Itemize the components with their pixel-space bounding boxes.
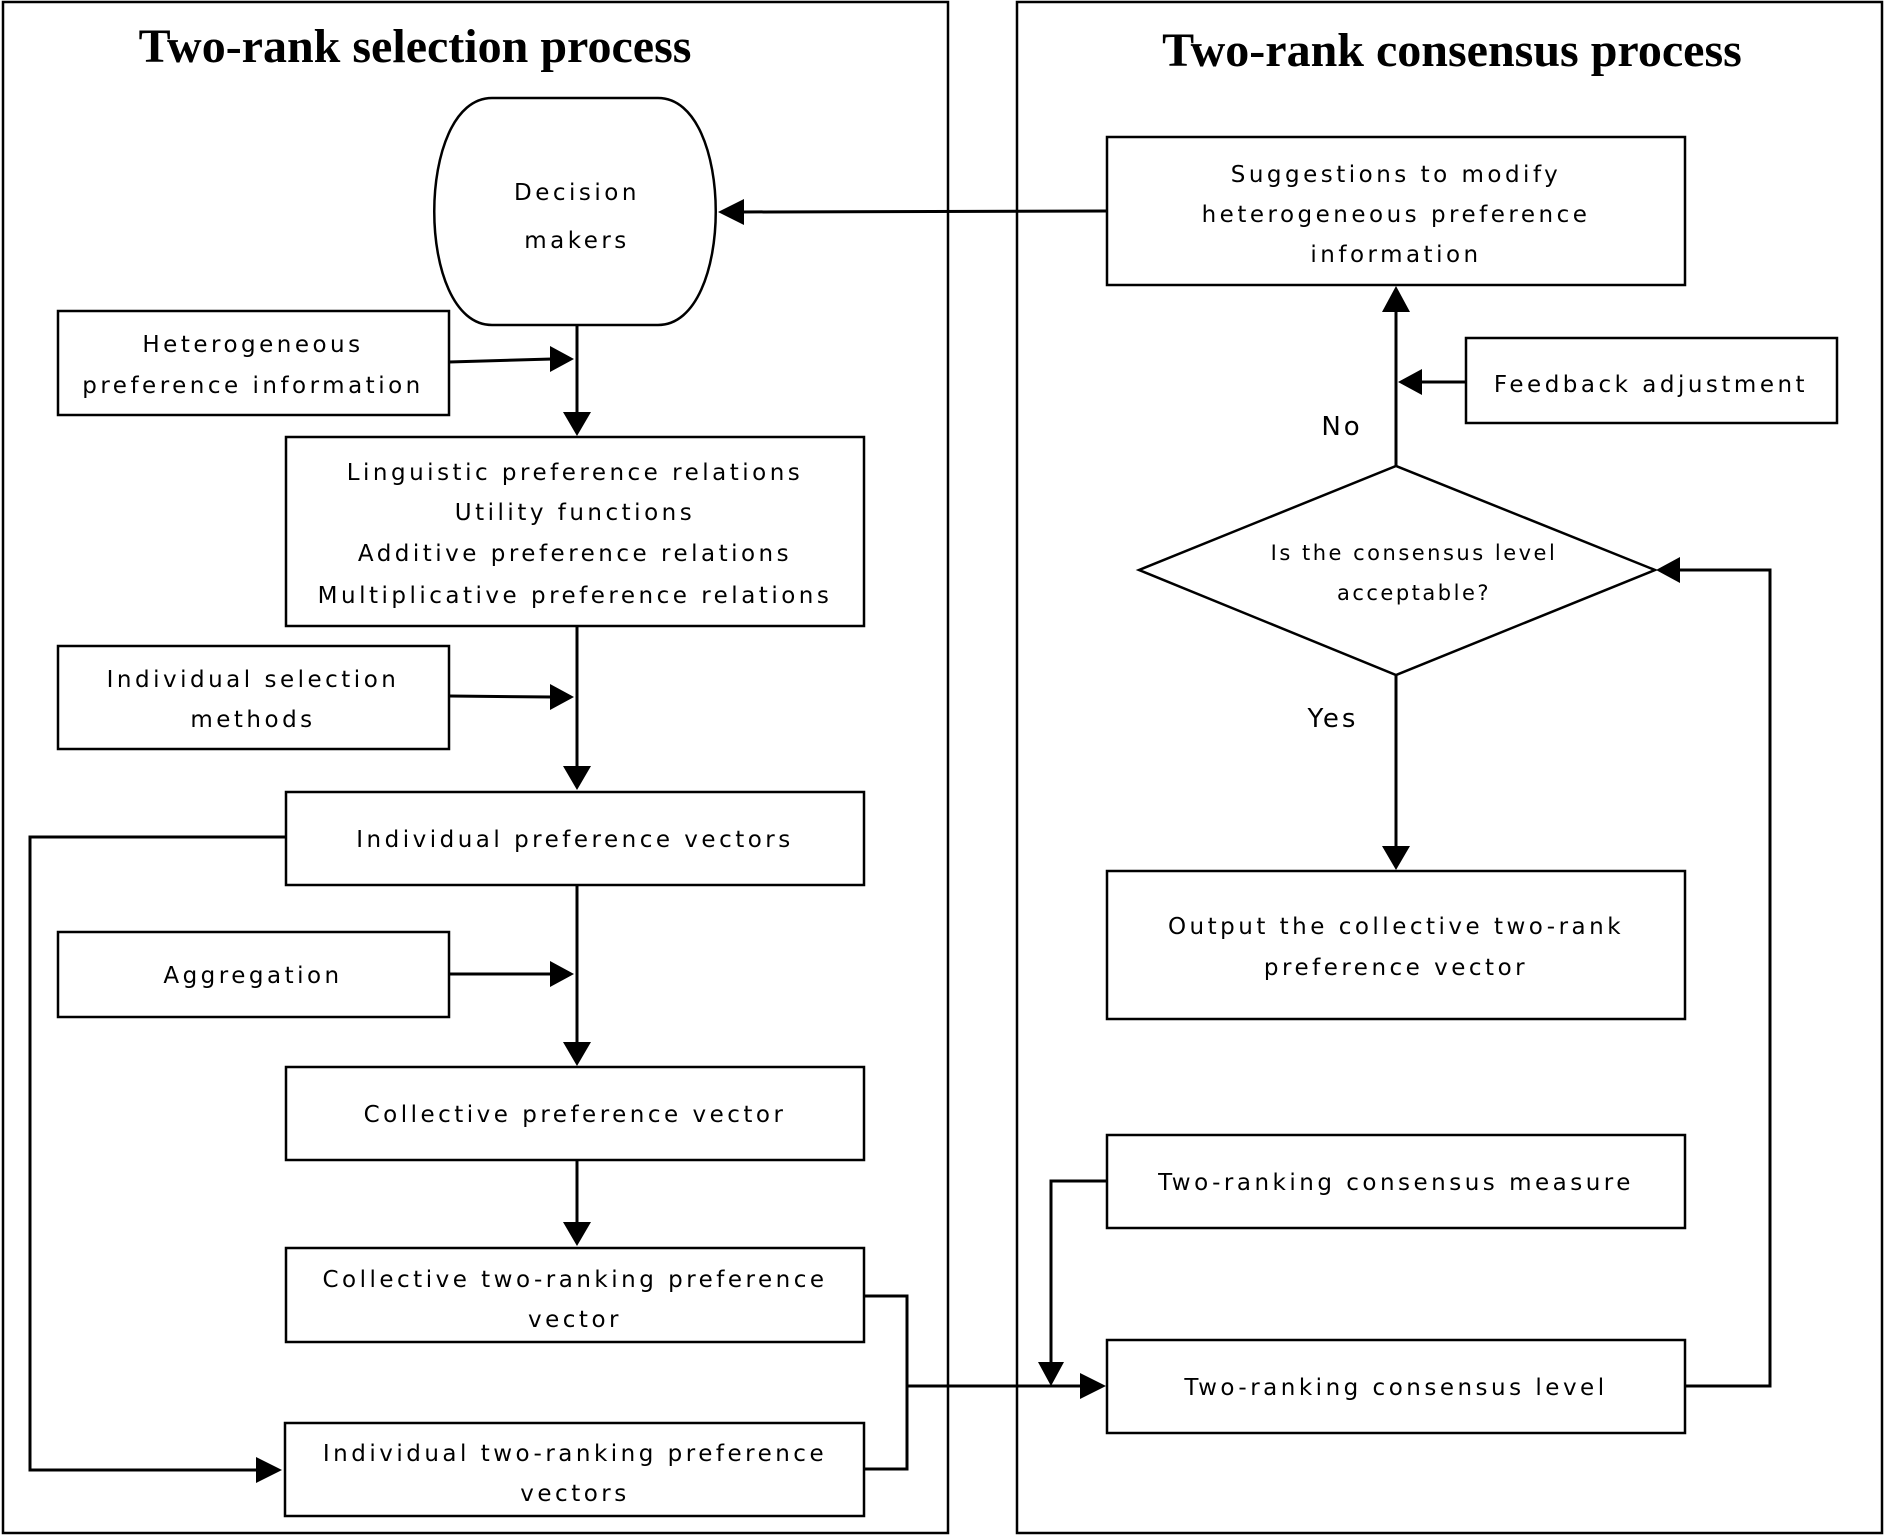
individual-methods-line-2: methods <box>190 707 315 733</box>
edge-methods-to-flow <box>448 694 553 699</box>
arrowhead <box>718 199 744 225</box>
arrowhead <box>563 1222 591 1246</box>
edge-consensus-level-to-decision <box>1678 568 1772 1388</box>
individual-vectors-node: Individual preference vectors <box>284 790 866 887</box>
arrowhead <box>563 766 591 790</box>
heterogeneous-info-line-2: preference information <box>82 373 423 399</box>
yes-label: Yes <box>1307 704 1359 734</box>
relation-type-linguistic: Linguistic preference relations <box>347 460 804 486</box>
relation-type-multiplicative: Multiplicative preference relations <box>318 583 833 609</box>
aggregation-label: Aggregation <box>163 963 342 989</box>
individual-two-ranking-node: Individual two-ranking preference vector… <box>283 1421 866 1518</box>
heterogeneous-info-node: Heterogeneous preference information <box>56 309 451 417</box>
collective-two-ranking-line-2: vector <box>528 1307 622 1333</box>
individual-two-ranking-box <box>283 1421 866 1518</box>
collective-two-ranking-line-1: Collective two-ranking preference <box>322 1267 827 1293</box>
arrowhead <box>256 1457 282 1483</box>
no-label: No <box>1321 412 1362 442</box>
arrowhead <box>1382 846 1410 870</box>
consensus-measure-box <box>1105 1133 1687 1230</box>
consensus-level-box <box>1105 1338 1687 1435</box>
selection-process-panel <box>1 0 950 1535</box>
collective-two-ranking-box <box>284 1246 866 1344</box>
suggestions-line-2: heterogeneous preference <box>1202 202 1591 228</box>
suggestions-box <box>1105 135 1687 287</box>
collective-vector-node: Collective preference vector <box>284 1065 866 1162</box>
individual-methods-line-1: Individual selection <box>107 667 400 693</box>
decision-diamond <box>1135 464 1659 677</box>
edge-individual-vectors-to-two-ranking <box>28 835 286 1472</box>
decision-makers-line-2: makers <box>524 228 630 254</box>
consensus-level-node: Two-ranking consensus level <box>1105 1338 1687 1435</box>
collective-two-ranking-node: Collective two-ranking preference vector <box>284 1246 866 1344</box>
arrowhead <box>1398 369 1422 395</box>
heterogeneous-info-line-1: Heterogeneous <box>142 332 363 358</box>
edge-two-ranking-merge <box>865 1294 909 1471</box>
arrowhead <box>1382 286 1410 312</box>
relation-types-box <box>284 435 866 628</box>
edge-heterogeneous-to-flow <box>448 357 553 364</box>
arrowhead <box>1656 557 1680 583</box>
arrowhead <box>1038 1362 1064 1386</box>
decision-line-1: Is the consensus level <box>1271 541 1558 565</box>
consensus-process-title: Two-rank consensus process <box>1162 24 1742 77</box>
arrowhead <box>550 961 574 987</box>
feedback-label: Feedback adjustment <box>1494 372 1808 398</box>
edge-measure-to-consensus-level <box>1049 1179 1107 1366</box>
consensus-level-label: Two-ranking consensus level <box>1183 1375 1607 1401</box>
output-box <box>1105 869 1687 1021</box>
heterogeneous-info-box <box>56 309 451 417</box>
arrowhead <box>1080 1373 1106 1399</box>
individual-vectors-box <box>284 790 866 887</box>
arrowhead <box>563 1042 591 1066</box>
individual-two-ranking-line-1: Individual two-ranking preference <box>323 1441 827 1467</box>
arrowhead <box>563 412 591 436</box>
relation-type-additive: Additive preference relations <box>358 541 792 567</box>
collective-vector-box <box>284 1065 866 1162</box>
feedback-node: Feedback adjustment <box>1464 336 1839 425</box>
aggregation-box <box>56 930 451 1019</box>
selection-process-title: Two-rank selection process <box>139 20 692 73</box>
feedback-box <box>1464 336 1839 425</box>
consensus-measure-label: Two-ranking consensus measure <box>1157 1170 1634 1196</box>
suggestions-line-1: Suggestions to modify <box>1231 162 1562 188</box>
aggregation-node: Aggregation <box>56 930 451 1019</box>
arrowhead <box>550 346 574 372</box>
edge-suggestions-to-decision-makers <box>739 209 1108 214</box>
output-line-2: preference vector <box>1264 955 1528 981</box>
arrowhead <box>550 684 574 710</box>
suggestions-line-3: information <box>1310 242 1481 268</box>
decision-node: Is the consensus level acceptable? <box>1135 464 1659 677</box>
decision-makers-line-1: Decision <box>514 180 640 206</box>
connectors <box>28 199 1772 1483</box>
collective-vector-label: Collective preference vector <box>364 1102 787 1128</box>
individual-two-ranking-line-2: vectors <box>520 1481 629 1507</box>
individual-methods-node: Individual selection methods <box>56 644 451 751</box>
relation-type-utility: Utility functions <box>455 500 695 526</box>
decision-line-2: acceptable? <box>1337 581 1491 605</box>
consensus-measure-node: Two-ranking consensus measure <box>1105 1133 1687 1230</box>
consensus-process-panel <box>1015 0 1884 1535</box>
decision-makers-node: Decision makers <box>433 96 717 327</box>
decision-makers-terminal <box>433 96 717 327</box>
relation-types-node: Linguistic preference relations Utility … <box>284 435 866 628</box>
output-line-1: Output the collective two-rank <box>1168 914 1624 940</box>
output-node: Output the collective two-rank preferenc… <box>1105 869 1687 1021</box>
individual-vectors-label: Individual preference vectors <box>356 827 794 853</box>
suggestions-node: Suggestions to modify heterogeneous pref… <box>1105 135 1687 287</box>
individual-methods-box <box>56 644 451 751</box>
